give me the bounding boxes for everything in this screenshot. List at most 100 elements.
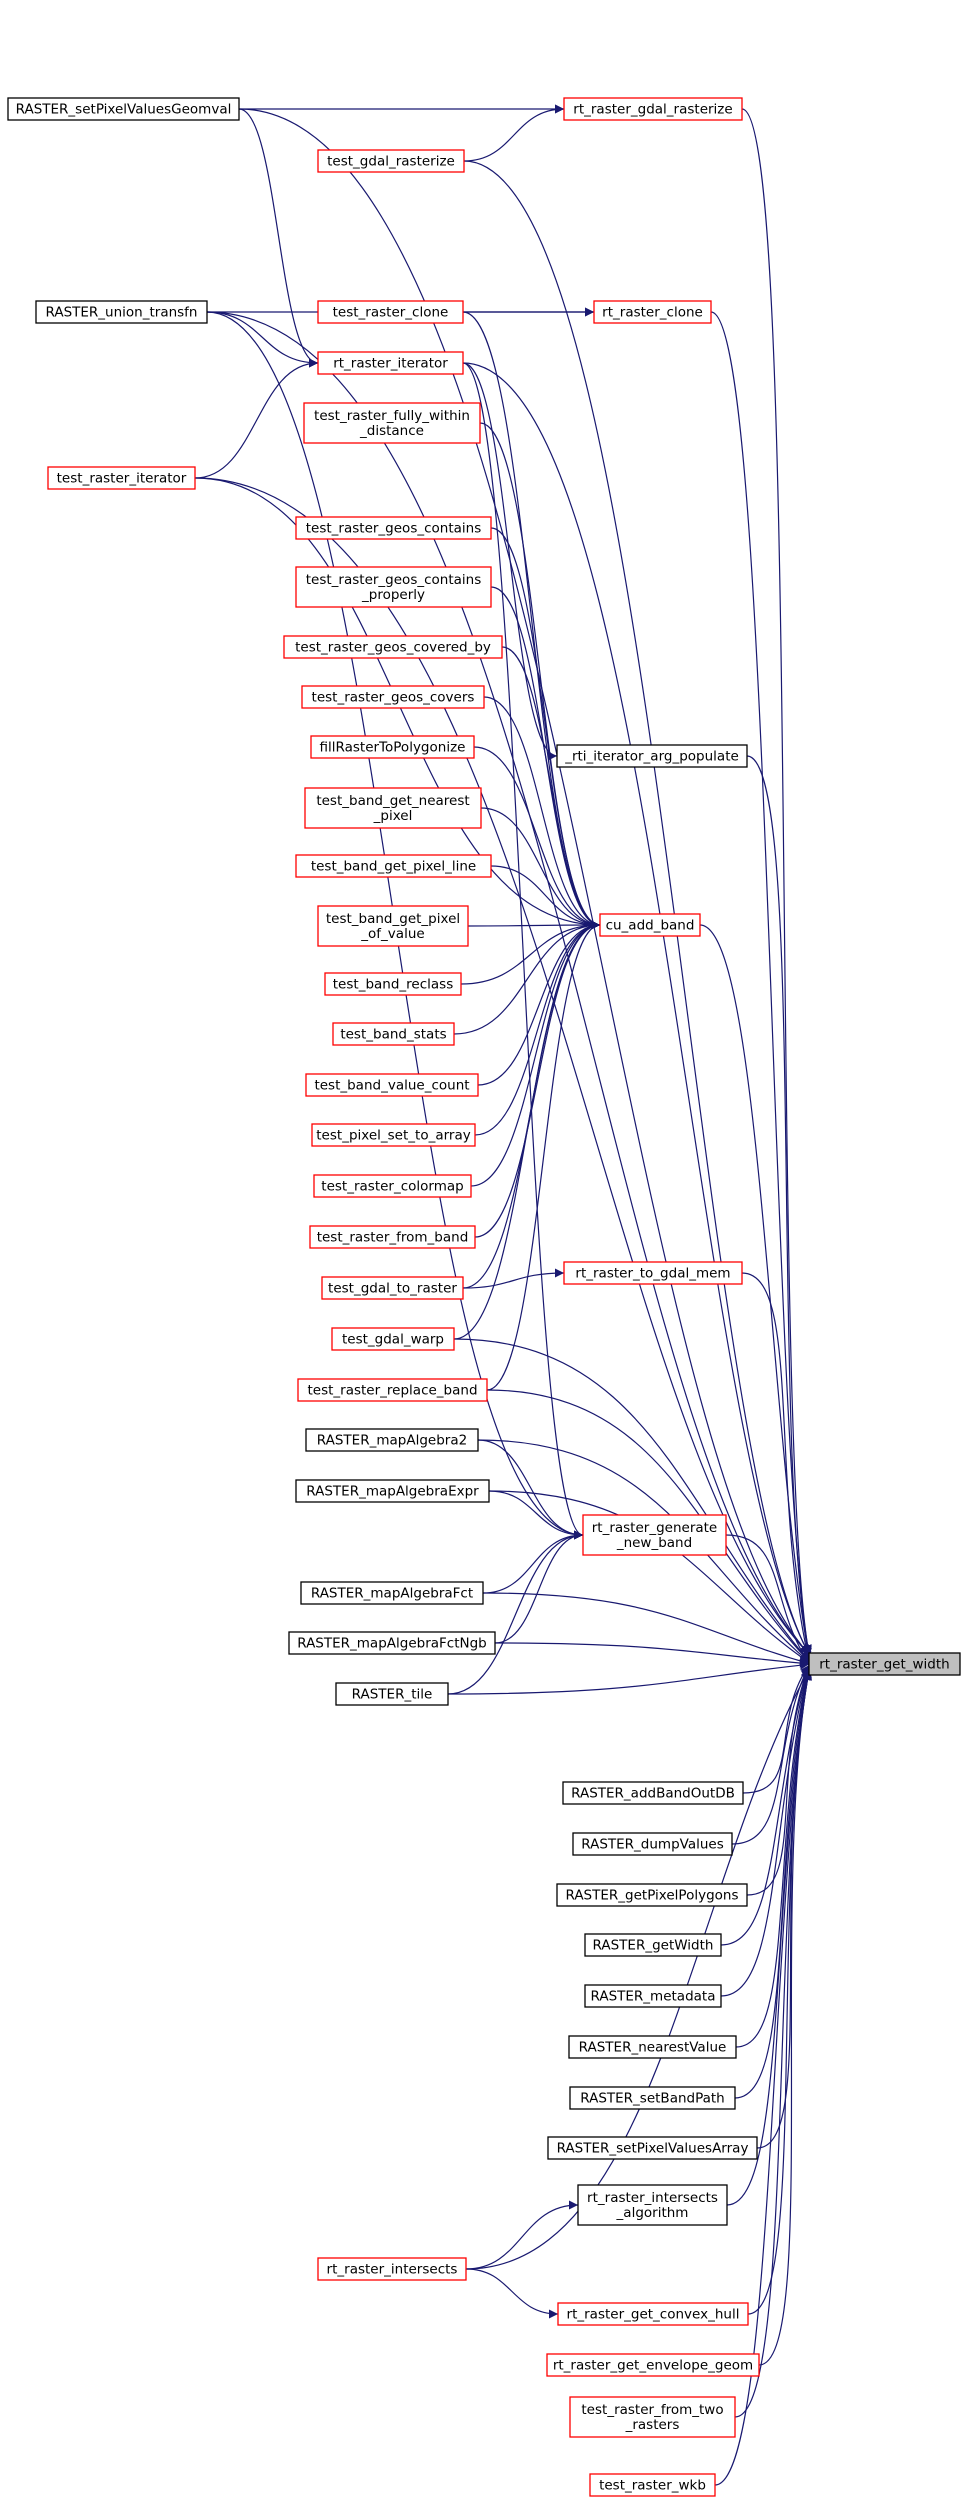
node-rti_arg_populate[interactable]: _rti_iterator_arg_populate [556,744,748,768]
node-label: rt_raster_clone [602,305,703,321]
node-dumpValues[interactable]: RASTER_dumpValues [572,1832,733,1856]
node-rt_raster_intersects[interactable]: rt_raster_intersects [317,2257,467,2281]
node-box [546,2353,760,2377]
node-box [295,566,492,608]
node-gdal_rasterize[interactable]: rt_raster_gdal_rasterize [563,97,743,121]
node-box [297,1378,488,1402]
node-box [301,685,485,709]
edge-replace_band-to-cu_add_band [486,920,601,1391]
edge-mapAlgebraFct-to-generate_new_band [482,1530,584,1594]
node-box [7,97,240,121]
node-fillRasterToPolygonize[interactable]: fillRasterToPolygonize [310,735,475,759]
node-label: test_raster_from_two [581,2402,723,2418]
edge-raster_colormap-to-cu_add_band [470,920,601,1187]
node-label: _new_band [616,1535,692,1551]
node-replace_band[interactable]: test_raster_replace_band [297,1378,488,1402]
node-fully_within[interactable]: test_raster_fully_within_distance [303,402,481,444]
node-box [808,1652,961,1676]
node-box [310,735,475,759]
node-pixel_line[interactable]: test_band_get_pixel_line [295,854,492,878]
edge-raster_wkb-to-target [714,1671,812,2486]
node-pixel_set_to_array[interactable]: test_pixel_set_to_array [311,1123,476,1147]
node-box [304,787,482,829]
node-box [35,300,208,324]
node-geos_contains[interactable]: test_raster_geos_contains [295,516,492,540]
node-test_gdal_warp[interactable]: test_gdal_warp [331,1327,455,1351]
node-addBandOutDB[interactable]: RASTER_addBandOutDB [562,1781,744,1805]
node-mapAlgebraFctNgb[interactable]: RASTER_mapAlgebraFctNgb [288,1631,496,1655]
edge-metadata-to-target [720,1666,812,1997]
node-pixel_of_value[interactable]: test_band_get_pixel_of_value [317,905,469,947]
node-getPixelPolygons[interactable]: RASTER_getPixelPolygons [556,1883,748,1907]
node-label: test_gdal_to_raster [328,1281,457,1297]
node-label: test_raster_from_band [317,1230,469,1246]
node-box [305,1428,479,1452]
node-getWidth[interactable]: RASTER_getWidth [584,1933,722,1957]
node-band_stats[interactable]: test_band_stats [332,1022,455,1046]
edge-gdal_rasterize-to-target [741,108,812,1655]
node-geos_contains_properly[interactable]: test_raster_geos_contains_properly [295,566,492,608]
node-raster_tile[interactable]: RASTER_tile [335,1682,449,1706]
node-mapAlgebra2[interactable]: RASTER_mapAlgebra2 [305,1428,479,1452]
node-label: test_raster_clone [333,305,449,321]
node-union_transfn[interactable]: RASTER_union_transfn [35,300,208,324]
node-label: rt_raster_gdal_rasterize [573,102,732,118]
node-band_reclass[interactable]: test_band_reclass [324,972,462,996]
node-target[interactable]: rt_raster_get_width [808,1652,961,1676]
node-mapAlgebraExpr[interactable]: RASTER_mapAlgebraExpr [295,1479,490,1503]
node-geos_covers[interactable]: test_raster_geos_covers [301,685,485,709]
node-test_gdal_rasterize[interactable]: test_gdal_rasterize [317,149,465,173]
node-to_gdal_mem[interactable]: rt_raster_to_gdal_mem [563,1261,743,1285]
node-box [568,2035,737,2059]
node-setPixelValuesArray[interactable]: RASTER_setPixelValuesArray [547,2136,758,2160]
edge-mapAlgebra2-to-generate_new_band [477,1439,584,1540]
node-test_gdal_to_raster[interactable]: test_gdal_to_raster [321,1276,464,1300]
node-setBandPath[interactable]: RASTER_setBandPath [569,2086,736,2110]
node-box [317,2257,467,2281]
node-test_raster_clone[interactable]: test_raster_clone [317,300,464,324]
node-band_value_count[interactable]: test_band_value_count [305,1073,479,1097]
edge-to_gdal_mem-to-target [741,1272,812,1661]
node-box [305,1073,479,1097]
node-nearestValue[interactable]: RASTER_nearestValue [568,2035,737,2059]
node-raster_wkb[interactable]: test_raster_wkb [589,2473,716,2497]
edge-replace_band-to-target [486,1389,810,1663]
node-box [332,1022,455,1046]
edge-fully_within-to-cu_add_band [479,422,601,930]
node-label: test_pixel_set_to_array [316,1128,470,1144]
edge-rt_raster_iterator-to-generate_new_band [462,362,584,1540]
node-cu_add_band[interactable]: cu_add_band [599,913,701,937]
node-label: rt_raster_get_width [819,1657,949,1673]
node-label: rt_raster_get_envelope_geom [553,2358,753,2374]
node-geos_covered_by[interactable]: test_raster_geos_covered_by [283,635,503,659]
node-generate_new_band[interactable]: rt_raster_generate_new_band [582,1514,727,1556]
node-box [303,402,481,444]
node-from_two_rasters[interactable]: test_raster_from_two_rasters [569,2396,736,2438]
node-label: test_gdal_rasterize [327,154,455,170]
node-nearest_pixel[interactable]: test_band_get_nearest_pixel [304,787,482,829]
node-convex_hull[interactable]: rt_raster_get_convex_hull [557,2302,749,2326]
node-raster_colormap[interactable]: test_raster_colormap [313,1174,472,1198]
edge-test_raster_iterator-to-rt_raster_iterator [194,358,319,479]
node-rt_raster_iterator[interactable]: rt_raster_iterator [317,351,464,375]
node-label: test_raster_geos_covered_by [295,640,491,656]
node-box [317,300,464,324]
node-label: rt_raster_intersects [327,2262,458,2278]
node-label: rt_raster_iterator [333,356,448,372]
node-metadata[interactable]: RASTER_metadata [584,1984,722,2008]
node-raster_from_band[interactable]: test_raster_from_band [309,1225,476,1249]
edge-mapAlgebraFctNgb-to-generate_new_band [494,1530,584,1644]
edge-test_gdal_warp-to-cu_add_band [453,920,601,1340]
node-box [563,97,743,121]
edge-rti_arg_populate-to-target [746,755,812,1657]
node-envelope_geom[interactable]: rt_raster_get_envelope_geom [546,2353,760,2377]
node-test_raster_iterator[interactable]: test_raster_iterator [47,466,196,490]
node-label: RASTER_setPixelValuesGeomval [16,102,232,118]
edge-pixel_line-to-cu_add_band [490,865,601,930]
node-intersects_algorithm[interactable]: rt_raster_intersects_algorithm [577,2184,728,2226]
node-mapAlgebraFct[interactable]: RASTER_mapAlgebraFct [300,1581,484,1605]
edge-from_two_rasters-to-target [734,1670,812,2418]
node-setPixelValuesGeomval[interactable]: RASTER_setPixelValuesGeomval [7,97,240,121]
node-box [547,2136,758,2160]
node-rt_raster_clone[interactable]: rt_raster_clone [593,300,712,324]
